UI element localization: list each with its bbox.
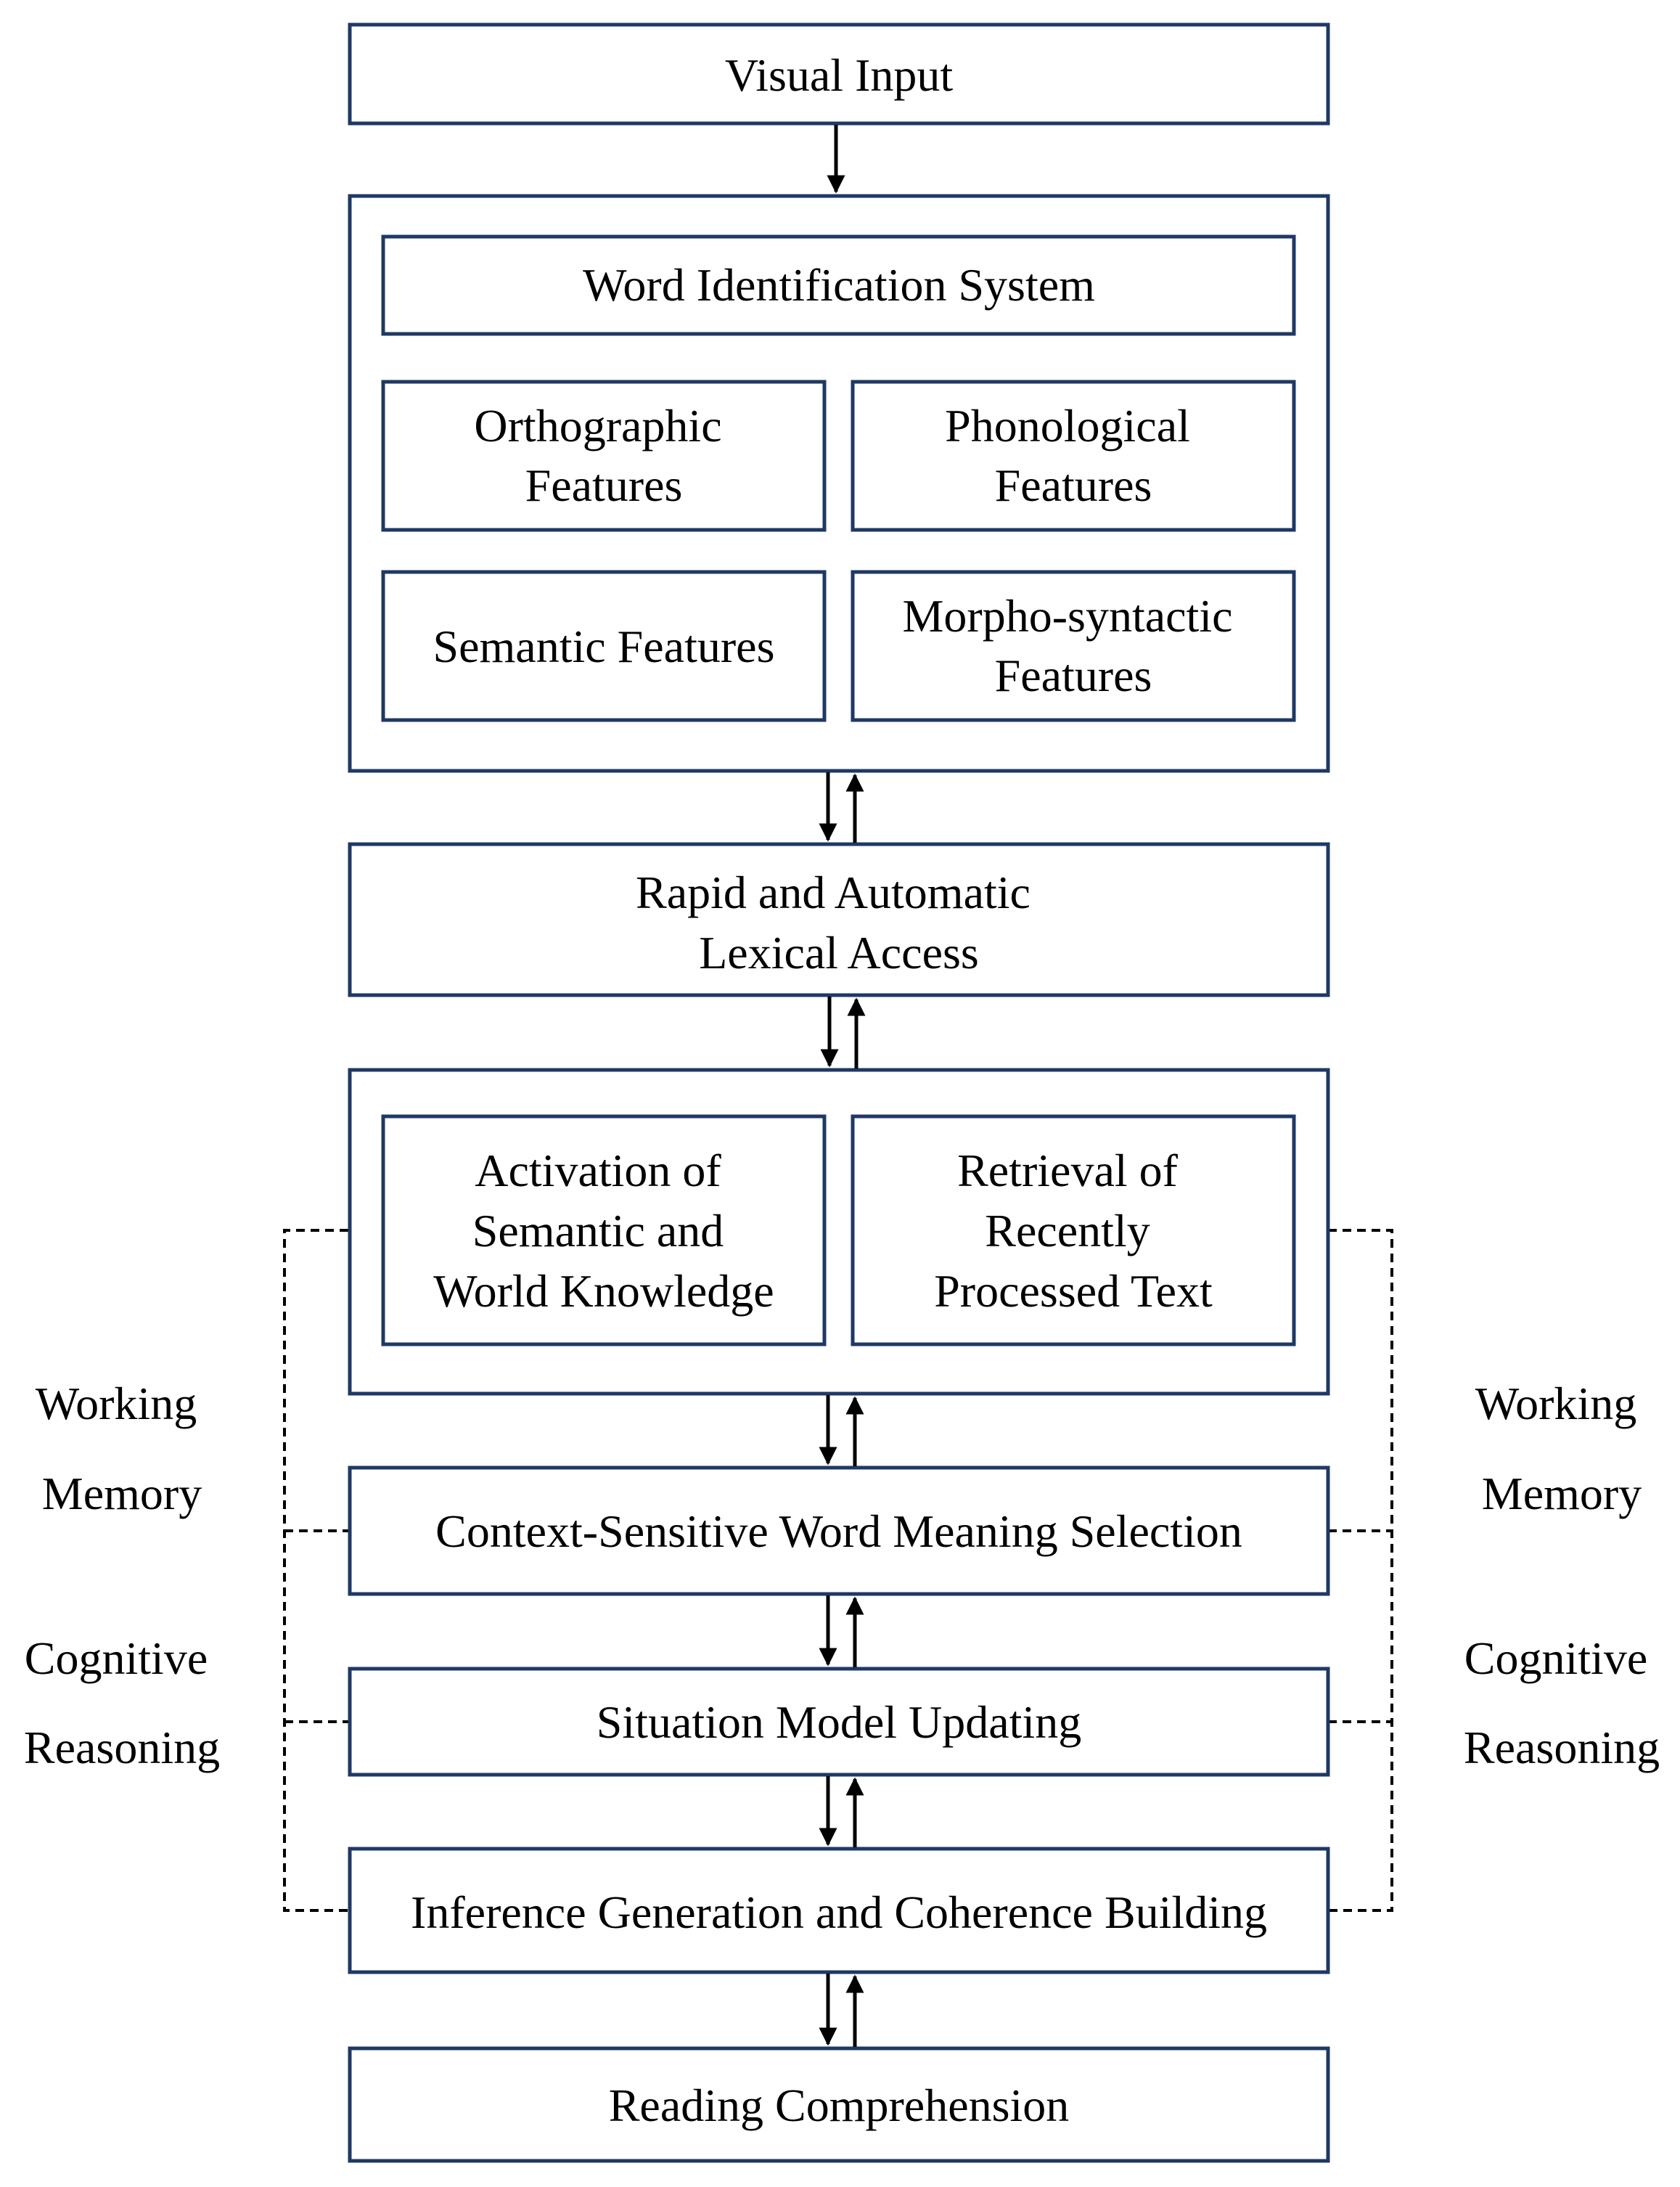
lexical-access-line-2: Lexical Access bbox=[699, 927, 979, 978]
semantic-box bbox=[381, 570, 827, 722]
activation-line-1: Activation of bbox=[475, 1145, 721, 1196]
activation-box bbox=[381, 1114, 827, 1346]
left-memory-line: Memory bbox=[42, 1468, 202, 1519]
inference-label: Inference Generation and Coherence Build… bbox=[411, 1886, 1267, 1938]
phonological-line-1: Phonological bbox=[945, 400, 1190, 451]
orthographic-label: Orthographic Features bbox=[474, 400, 733, 511]
word-meaning-label: Context-Sensitive Word Meaning Selection bbox=[435, 1505, 1242, 1557]
situation-model-label: Situation Model Updating bbox=[597, 1696, 1081, 1748]
retrieval-line-2: Recently bbox=[985, 1205, 1150, 1256]
lexical-access-label: Rapid and Automatic Lexical Access bbox=[636, 867, 1042, 978]
situation-model-box bbox=[348, 1667, 1330, 1777]
phonological-label: Phonological Features bbox=[945, 400, 1202, 511]
morpho-syntactic-label: Morpho-syntactic Features bbox=[903, 590, 1245, 701]
phonological-box bbox=[851, 380, 1296, 532]
left-working-line: Working bbox=[36, 1378, 197, 1429]
phonological-line-2: Features bbox=[995, 459, 1152, 511]
orthographic-line-1: Orthographic bbox=[474, 400, 721, 451]
left-working-memory-label: Working Memory bbox=[36, 1378, 208, 1519]
right-cognitive-reasoning-label: Cognitive Reasoning bbox=[1464, 1632, 1660, 1773]
knowledge-container bbox=[348, 1068, 1330, 1396]
word-identification-box bbox=[381, 234, 1296, 336]
reading-comprehension-label: Reading Comprehension bbox=[609, 2080, 1070, 2131]
word-identification-container bbox=[348, 194, 1330, 773]
word-identification-label: Word Identification System bbox=[583, 259, 1095, 311]
right-reasoning-line: Reasoning bbox=[1464, 1722, 1660, 1773]
morpho-syntactic-line-1: Morpho-syntactic bbox=[903, 590, 1233, 642]
inference-box bbox=[348, 1847, 1330, 1974]
activation-label: Activation of Semantic and World Knowled… bbox=[433, 1145, 774, 1317]
left-cognitive-line: Cognitive bbox=[25, 1632, 208, 1684]
right-working-memory-label: Working Memory bbox=[1475, 1378, 1648, 1519]
right-dashed-connector bbox=[1328, 1229, 1393, 1912]
right-cognitive-line: Cognitive bbox=[1464, 1632, 1647, 1684]
left-dashed-connector bbox=[283, 1229, 348, 1912]
morpho-syntactic-box bbox=[851, 570, 1296, 722]
visual-input-label: Visual Input bbox=[725, 49, 954, 101]
lexical-access-box bbox=[348, 842, 1330, 997]
visual-input-box bbox=[348, 23, 1330, 126]
orthographic-box bbox=[381, 380, 827, 532]
retrieval-box bbox=[851, 1114, 1296, 1346]
retrieval-label: Retrieval of Recently Processed Text bbox=[934, 1145, 1213, 1317]
orthographic-line-2: Features bbox=[525, 459, 683, 511]
left-cognitive-reasoning-label: Cognitive Reasoning bbox=[24, 1632, 220, 1773]
activation-line-3: World Knowledge bbox=[433, 1265, 774, 1317]
retrieval-line-1: Retrieval of bbox=[957, 1145, 1179, 1196]
semantic-label: Semantic Features bbox=[433, 621, 775, 672]
morpho-syntactic-line-2: Features bbox=[995, 650, 1152, 701]
lexical-access-line-1: Rapid and Automatic bbox=[636, 867, 1030, 918]
right-working-line: Working bbox=[1475, 1378, 1636, 1429]
retrieval-line-3: Processed Text bbox=[934, 1265, 1213, 1317]
left-reasoning-line: Reasoning bbox=[24, 1722, 220, 1773]
right-memory-line: Memory bbox=[1482, 1468, 1642, 1519]
activation-line-2: Semantic and bbox=[472, 1205, 724, 1256]
word-meaning-box bbox=[348, 1466, 1330, 1596]
reading-comprehension-box bbox=[348, 2046, 1330, 2163]
